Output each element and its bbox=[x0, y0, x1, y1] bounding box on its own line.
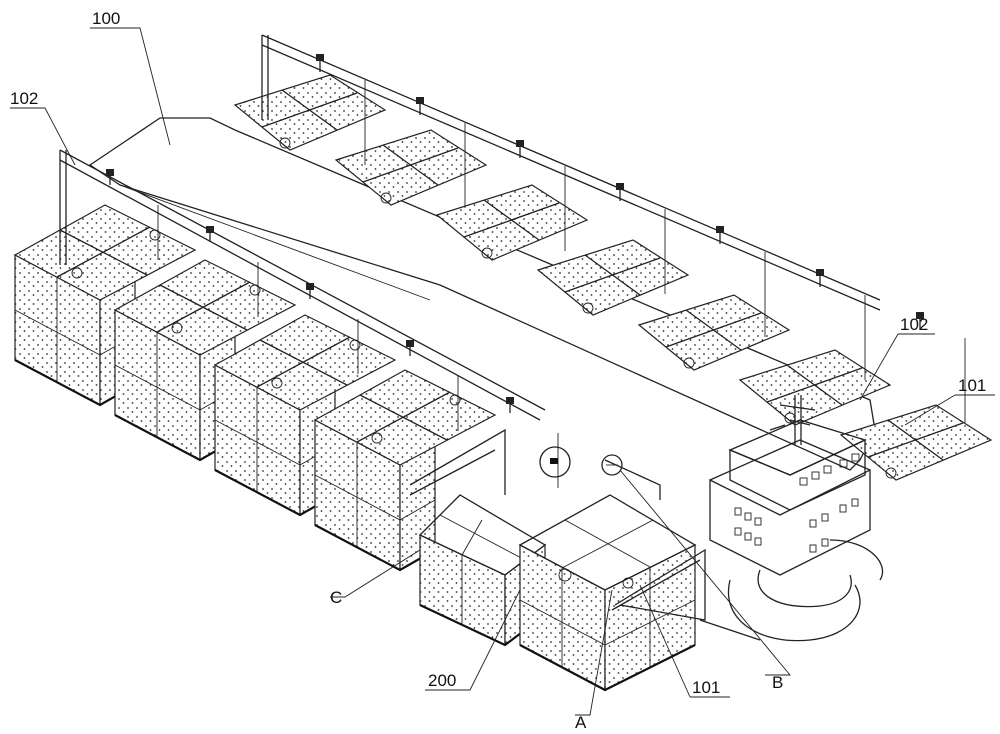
bolt bbox=[316, 54, 324, 61]
label-102-left: 102 bbox=[10, 89, 38, 108]
label-100: 100 bbox=[92, 9, 120, 28]
bolt bbox=[206, 226, 214, 233]
cage-main-front bbox=[518, 494, 697, 692]
label-101-bottom: 101 bbox=[692, 678, 720, 697]
label-a: A bbox=[575, 713, 587, 732]
leader-lines bbox=[10, 27, 995, 716]
label-200: 200 bbox=[428, 671, 456, 690]
back-cage-module bbox=[334, 129, 488, 206]
back-cage-module bbox=[738, 349, 892, 426]
bolt bbox=[406, 340, 414, 347]
front-cage-module bbox=[313, 369, 497, 572]
bolt bbox=[916, 312, 924, 319]
bolt bbox=[816, 269, 824, 276]
back-row-cages bbox=[233, 74, 993, 481]
back-cage-module bbox=[536, 239, 690, 316]
bolt bbox=[416, 97, 424, 104]
front-railing bbox=[59, 149, 559, 488]
superstructure bbox=[709, 395, 884, 642]
front-cage-module bbox=[13, 204, 197, 407]
back-railing bbox=[261, 34, 966, 423]
detail-circles bbox=[539, 446, 623, 478]
bolt bbox=[306, 283, 314, 290]
label-102-right: 102 bbox=[900, 315, 928, 334]
support-arm-101 bbox=[409, 428, 761, 641]
back-cage-module bbox=[435, 184, 589, 261]
reference-labels: 100 102 102 101 200 101 A B C bbox=[10, 9, 986, 732]
bolt bbox=[106, 169, 114, 176]
label-c: C bbox=[330, 588, 342, 607]
bolt bbox=[616, 183, 624, 190]
back-cage-module bbox=[233, 74, 387, 151]
bolt bbox=[516, 140, 524, 147]
front-row-cages bbox=[13, 204, 497, 572]
label-101-right: 101 bbox=[958, 376, 986, 395]
bolt bbox=[716, 226, 724, 233]
back-cage-module bbox=[839, 404, 993, 481]
bolt bbox=[506, 397, 514, 404]
label-b: B bbox=[772, 673, 783, 692]
back-cage-module bbox=[637, 294, 791, 371]
